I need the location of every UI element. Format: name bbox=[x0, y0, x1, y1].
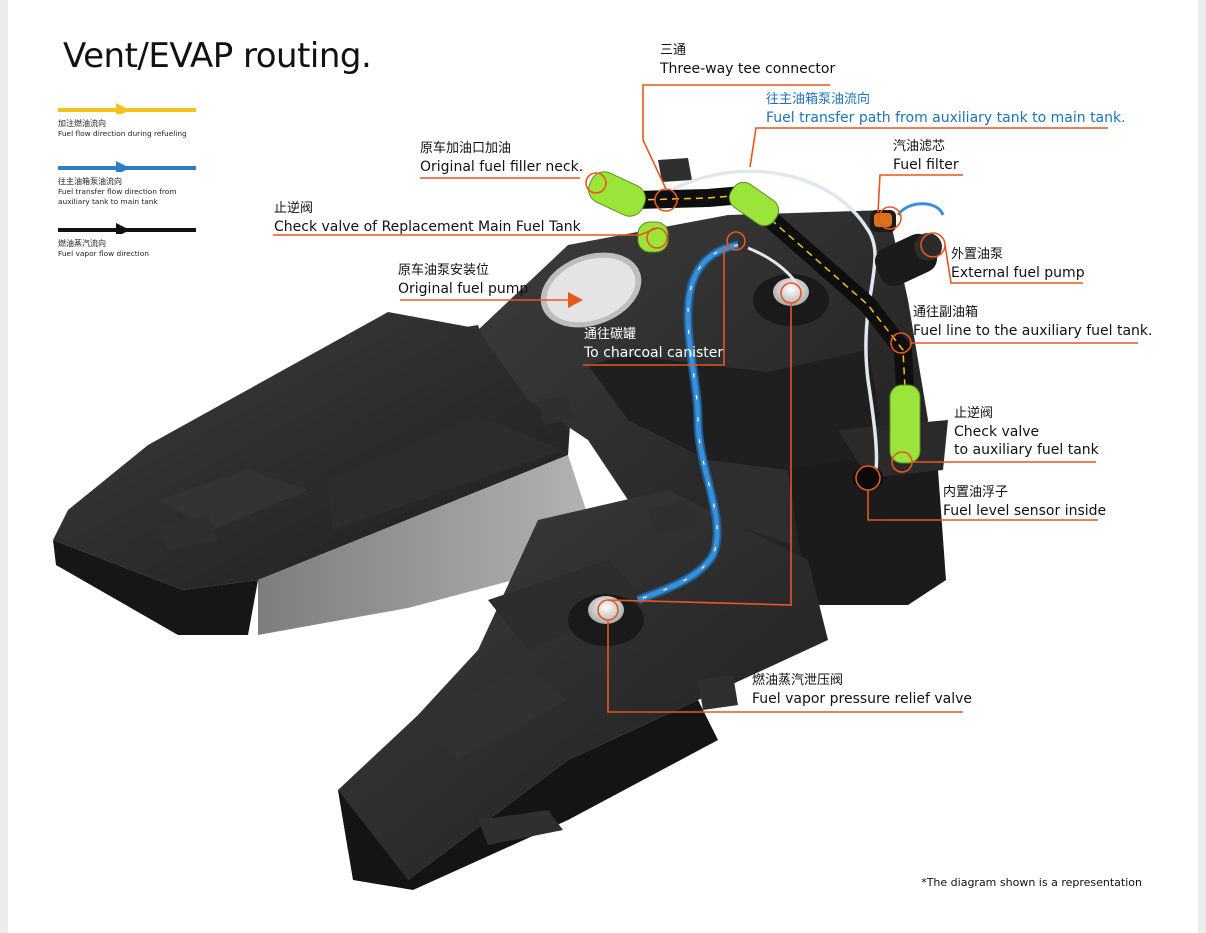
page-title: Vent/EVAP routing. bbox=[63, 36, 372, 76]
filler-en: Original fuel filler neck. bbox=[420, 159, 584, 175]
float-opening bbox=[853, 466, 883, 490]
vapor-arrow-icon bbox=[58, 223, 196, 234]
callout-check-main: 止逆阀 Check valve of Replacement Main Fuel… bbox=[274, 200, 581, 236]
ext-pump-en: External fuel pump bbox=[951, 265, 1085, 281]
filter-en: Fuel filter bbox=[893, 157, 959, 173]
legend-vapor-en: Fuel vapor flow direction bbox=[58, 249, 149, 258]
refuel-tube bbox=[635, 186, 917, 446]
vapor-line bbox=[662, 169, 879, 471]
float-cn: 内置油浮子 bbox=[943, 485, 1009, 500]
disclaimer-note: *The diagram shown is a representation bbox=[921, 876, 1142, 889]
filler-cn: 原车加油口加油 bbox=[420, 141, 512, 156]
diagram-stage: Vent/EVAP routing. 加注燃油流向 Fuel flow dire… bbox=[8, 0, 1198, 933]
legend-refuel-en: Fuel flow direction during refueling bbox=[58, 129, 187, 138]
transfer-path-en: Fuel transfer path from auxiliary tank t… bbox=[766, 110, 1126, 126]
callout-relief: 燃油蒸汽泄压阀 Fuel vapor pressure relief valve bbox=[752, 672, 972, 708]
legend-item-transfer: 往主油箱泵油流向 Fuel transfer flow direction fr… bbox=[58, 156, 208, 218]
callout-canister: 通往碳罐 To charcoal canister bbox=[584, 326, 723, 362]
callout-orig-pump: 原车油泵安装位 Original fuel pump bbox=[398, 262, 528, 298]
aux-line-en: Fuel line to the auxiliary fuel tank. bbox=[913, 323, 1153, 339]
tee-label-en: Three-way tee connector bbox=[660, 61, 836, 77]
green-hoses bbox=[588, 171, 921, 464]
legend-vapor-cn: 燃油蒸汽流向 bbox=[58, 239, 106, 248]
fuel-tank-illustration bbox=[53, 84, 1138, 890]
orig-pump-cn: 原车油泵安装位 bbox=[398, 263, 490, 278]
aux-line-cn: 通往副油箱 bbox=[913, 305, 979, 320]
float-en: Fuel level sensor inside bbox=[943, 503, 1107, 519]
legend-transfer-cn: 往主油箱泵油流向 bbox=[58, 177, 122, 186]
callout-filter: 汽油滤芯 Fuel filter bbox=[893, 138, 959, 174]
pump-pointer-icon bbox=[568, 292, 583, 308]
legend-transfer-en: Fuel transfer flow direction from auxili… bbox=[58, 187, 177, 206]
callout-filler: 原车加油口加油 Original fuel filler neck. bbox=[420, 140, 583, 176]
canister-line bbox=[747, 246, 800, 291]
callout-transfer-path: 往主油箱泵油流向 Fuel transfer path from auxilia… bbox=[766, 91, 1126, 127]
canister-en: To charcoal canister bbox=[584, 345, 724, 361]
check-main-cn: 止逆阀 bbox=[274, 201, 314, 216]
mount-brackets bbox=[158, 158, 738, 845]
transfer-hose bbox=[636, 240, 739, 605]
check-main-en: Check valve of Replacement Main Fuel Tan… bbox=[274, 219, 581, 235]
callout-leaders bbox=[273, 84, 1138, 713]
legend-item-vapor: 燃油蒸汽流向 Fuel vapor flow direction bbox=[58, 218, 208, 276]
relief-cn: 燃油蒸汽泄压阀 bbox=[752, 673, 844, 688]
legend-item-refuel: 加注燃油流向 Fuel flow direction during refuel… bbox=[58, 98, 208, 156]
legend-refuel-cn: 加注燃油流向 bbox=[58, 119, 106, 128]
canister-cn: 通往碳罐 bbox=[584, 327, 637, 342]
callout-check-aux: 止逆阀 Check valve to auxiliary fuel tank bbox=[954, 405, 1099, 459]
ext-pump-cn: 外置油泵 bbox=[951, 247, 1004, 262]
check-aux-cn: 止逆阀 bbox=[954, 406, 994, 421]
transfer-path-cn: 往主油箱泵油流向 bbox=[766, 92, 871, 107]
lower-tank-arm bbox=[338, 490, 828, 890]
callout-float: 内置油浮子 Fuel level sensor inside bbox=[943, 484, 1106, 520]
refuel-arrow-icon bbox=[58, 103, 196, 114]
filter-cn: 汽油滤芯 bbox=[893, 139, 946, 154]
callout-ext-pump: 外置油泵 External fuel pump bbox=[951, 246, 1085, 282]
legend: 加注燃油流向 Fuel flow direction during refuel… bbox=[58, 98, 208, 276]
callout-aux-line: 通往副油箱 Fuel line to the auxiliary fuel ta… bbox=[913, 304, 1153, 340]
check-aux-en2: to auxiliary fuel tank bbox=[954, 442, 1099, 458]
relief-en: Fuel vapor pressure relief valve bbox=[752, 691, 973, 707]
transfer-arrow-icon bbox=[58, 161, 196, 172]
check-aux-en: Check valve bbox=[954, 424, 1040, 440]
callout-tee: 三通 Three-way tee connector bbox=[660, 42, 835, 78]
tee-label-cn: 三通 bbox=[660, 43, 687, 58]
orig-pump-en: Original fuel pump bbox=[398, 281, 529, 297]
upper-pump-cap bbox=[753, 274, 829, 326]
